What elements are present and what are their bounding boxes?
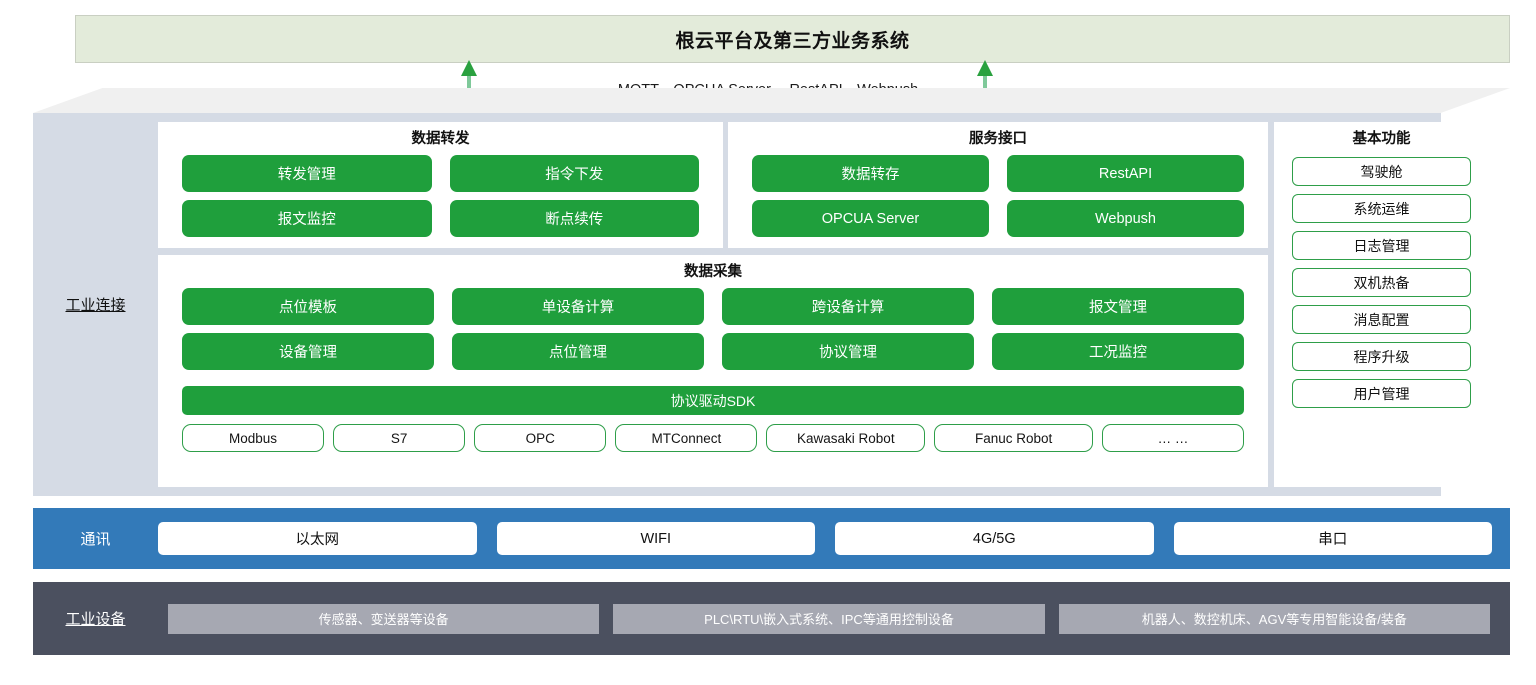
basic-function-item[interactable]: 驾驶舱 [1292,157,1471,186]
protocol-chip[interactable]: MTConnect [615,424,758,452]
data-forward-button[interactable]: 断点续传 [449,200,699,237]
service-interface-title: 服务接口 [969,131,1027,147]
data-collection-card: 数据采集 点位模板 单设备计算 跨设备计算 报文管理 设备管理 点位管理 协议管… [158,255,1268,487]
protocol-chip[interactable]: Fanuc Robot [934,424,1093,452]
communication-chip[interactable]: 以太网 [158,522,477,555]
data-collection-button[interactable]: 点位模板 [182,288,434,325]
service-interface-button[interactable]: RestAPI [1007,155,1244,192]
basic-function-item[interactable]: 双机热备 [1292,268,1471,297]
data-forward-card: 数据转发 转发管理 指令下发 报文监控 断点续传 [158,122,723,248]
basic-function-item[interactable]: 日志管理 [1292,231,1471,260]
protocol-chip[interactable]: Modbus [182,424,324,452]
service-interface-button[interactable]: Webpush [1007,200,1244,237]
industrial-device-chip[interactable]: PLC\RTU\嵌入式系统、IPC等通用控制设备 [613,603,1045,634]
communication-chip[interactable]: 4G/5G [835,522,1154,555]
industrial-device-chip[interactable]: 机器人、数控机床、AGV等专用智能设备/装备 [1058,603,1490,634]
data-forward-button[interactable]: 报文监控 [182,200,432,237]
data-forward-title: 数据转发 [411,131,470,147]
basic-functions-card: 基本功能 驾驶舱 系统运维 日志管理 双机热备 消息配置 程序升级 用户管理 [1274,122,1489,487]
industrial-connect-label: 工业连接 [65,297,126,314]
data-forward-button[interactable]: 转发管理 [182,155,432,192]
top-platform-banner: 根云平台及第三方业务系统 [75,15,1510,63]
service-interface-card: 服务接口 数据转存 RestAPI OPCUA Server Webpush [728,122,1268,248]
protocol-chip-row: Modbus S7 OPC MTConnect Kawasaki Robot F… [182,424,1244,452]
communication-band: 通讯 以太网 WIFI 4G/5G 串口 [33,508,1510,569]
basic-functions-title: 基本功能 [1352,131,1411,147]
data-collection-button[interactable]: 点位管理 [452,333,704,370]
data-collection-button[interactable]: 协议管理 [722,333,974,370]
service-interface-button-grid: 数据转存 RestAPI OPCUA Server Webpush [728,151,1268,247]
industrial-device-chip[interactable]: 传感器、变送器等设备 [168,603,600,634]
communication-chip[interactable]: WIFI [496,522,815,555]
industrial-devices-band: 工业设备 传感器、变送器等设备 PLC\RTU\嵌入式系统、IPC等通用控制设备… [33,582,1510,655]
data-collection-button[interactable]: 报文管理 [992,288,1244,325]
service-interface-button[interactable]: 数据转存 [752,155,989,192]
protocol-chip[interactable]: Kawasaki Robot [766,424,926,452]
data-collection-button[interactable]: 设备管理 [182,333,434,370]
data-forward-button[interactable]: 指令下发 [449,155,699,192]
communication-label: 通讯 [80,531,111,548]
data-forward-button-grid: 转发管理 指令下发 报文监控 断点续传 [158,151,723,247]
communication-items: 以太网 WIFI 4G/5G 串口 [158,508,1492,569]
basic-function-item[interactable]: 消息配置 [1292,305,1471,334]
service-interface-button[interactable]: OPCUA Server [752,200,989,237]
basic-function-item[interactable]: 程序升级 [1292,342,1471,371]
data-collection-button[interactable]: 工况监控 [992,333,1244,370]
protocol-driver-sdk-bar[interactable]: 协议驱动SDK [182,386,1244,415]
data-collection-button-grid: 点位模板 单设备计算 跨设备计算 报文管理 设备管理 点位管理 协议管理 工况监… [158,284,1268,380]
industrial-connect-panel: 工业连接 数据转发 转发管理 指令下发 报文监控 断点续传 服务接口 数据转存 … [33,113,1489,496]
industrial-devices-label: 工业设备 [65,611,126,628]
communication-chip[interactable]: 串口 [1173,522,1492,555]
slab-top-face [33,88,1510,113]
basic-function-item[interactable]: 用户管理 [1292,379,1471,408]
protocol-chip[interactable]: OPC [474,424,607,452]
data-collection-title: 数据采集 [684,264,742,280]
industrial-devices-items: 传感器、变送器等设备 PLC\RTU\嵌入式系统、IPC等通用控制设备 机器人、… [168,582,1490,655]
top-banner-title: 根云平台及第三方业务系统 [675,30,910,52]
protocol-chip[interactable]: S7 [333,424,466,452]
data-collection-button[interactable]: 跨设备计算 [722,288,974,325]
data-collection-button[interactable]: 单设备计算 [452,288,704,325]
basic-function-item[interactable]: 系统运维 [1292,194,1471,223]
protocol-chip[interactable]: … … [1102,424,1244,452]
basic-functions-list: 驾驶舱 系统运维 日志管理 双机热备 消息配置 程序升级 用户管理 [1274,151,1489,408]
